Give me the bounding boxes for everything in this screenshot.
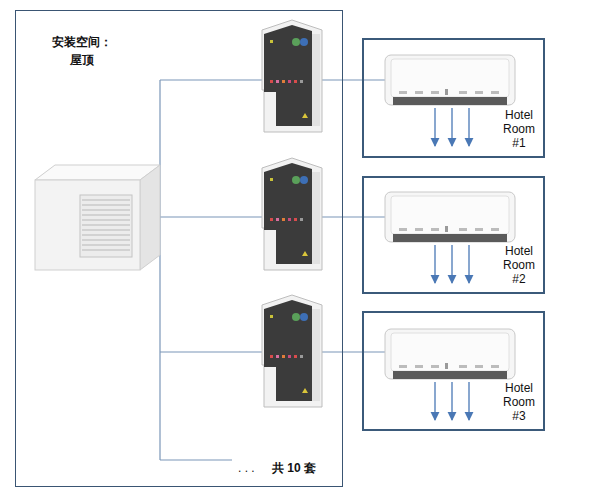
controller	[262, 158, 322, 270]
room-label: Hotel Room #1	[503, 108, 535, 150]
airflow-arrows	[435, 108, 469, 146]
indoor-unit	[385, 329, 515, 379]
quantity-note: 共 10 套	[272, 460, 316, 477]
airflow-arrows	[435, 382, 469, 420]
wiring	[160, 80, 385, 460]
controller	[262, 295, 322, 407]
hotel-room: Hotel Room #2	[362, 176, 545, 294]
installation-space: 安装空间： 屋顶	[15, 10, 343, 487]
airflow-arrows	[435, 245, 469, 283]
controller	[262, 20, 322, 132]
ellipsis: . . .	[238, 461, 255, 475]
room-label: Hotel Room #3	[503, 381, 535, 423]
hotel-room: Hotel Room #3	[362, 311, 545, 431]
outdoor-unit	[35, 165, 160, 270]
indoor-unit	[385, 192, 515, 242]
indoor-unit	[385, 55, 515, 105]
hotel-room: Hotel Room #1	[362, 38, 545, 158]
room-label: Hotel Room #2	[503, 244, 535, 286]
space-heading: 安装空间： 屋顶	[50, 33, 114, 69]
